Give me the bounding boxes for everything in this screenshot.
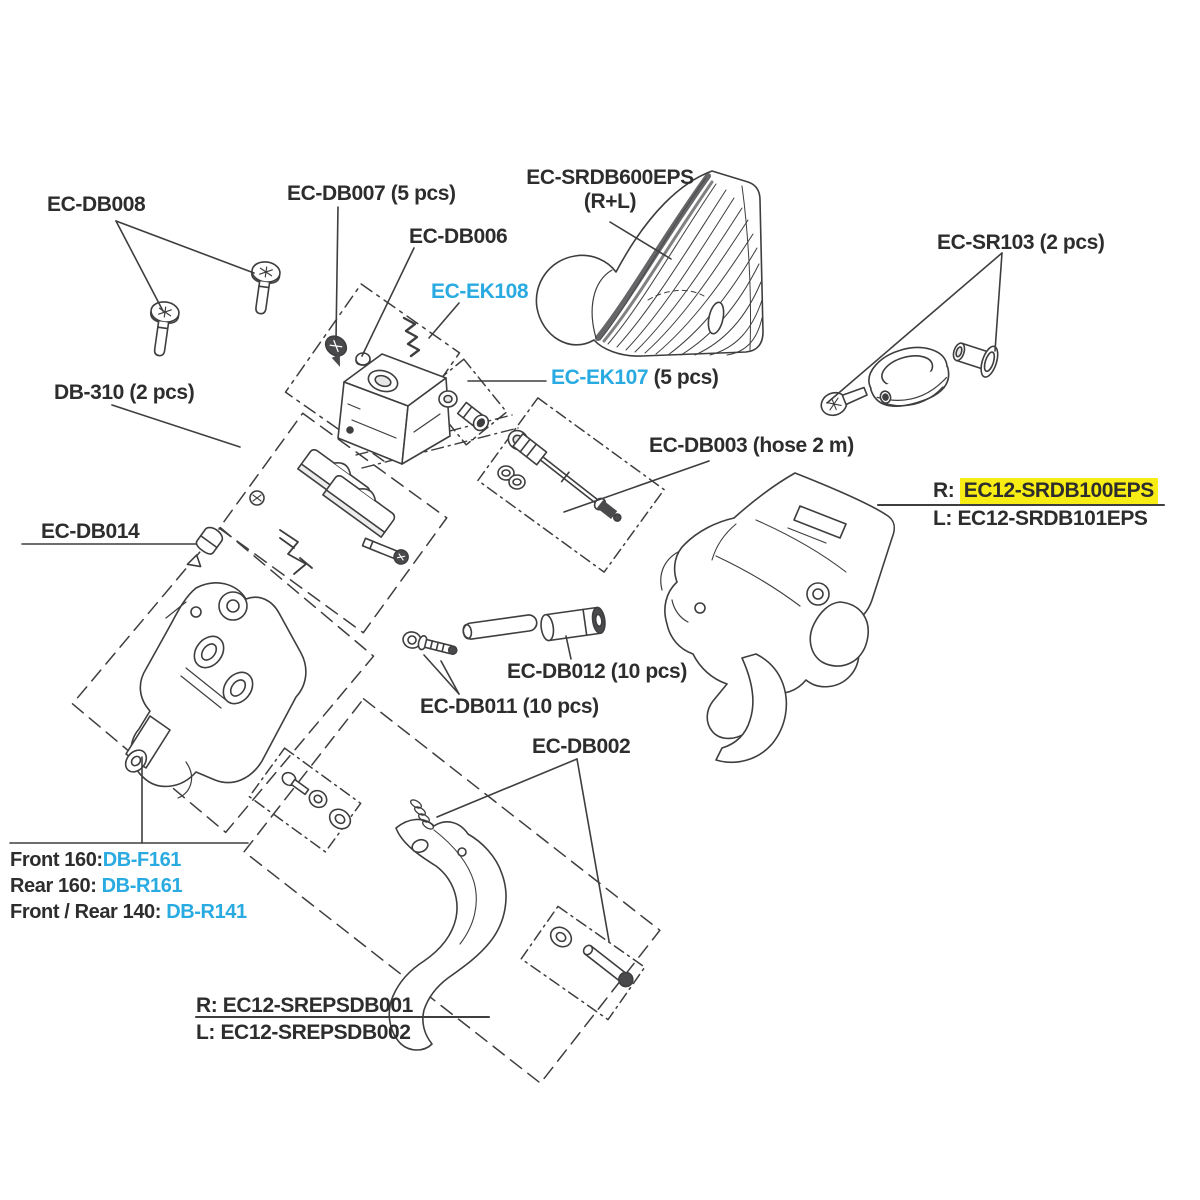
label-rotor-rear160-code: DB-R161 xyxy=(101,875,183,897)
shift-lever-body xyxy=(660,472,896,764)
label-bottom-lever-codes: R: EC12-SREPSDB001 L: EC12-SREPSDB002 xyxy=(196,992,413,1046)
bleed-fitting-ec-db014 xyxy=(186,526,224,568)
brake-caliper xyxy=(124,582,307,799)
label-ec-ek108-text: EC-EK108 xyxy=(431,280,529,303)
label-ec-ek107: EC-EK107 (5 pcs) xyxy=(551,366,719,390)
label-rotor-140-label: Front / Rear 140: xyxy=(10,901,167,923)
label-ec-sr103: EC-SR103 (2 pcs) xyxy=(937,231,1105,255)
label-ec-ek107-code: EC-EK107 xyxy=(551,366,649,389)
pad-spring-db310 xyxy=(279,529,313,575)
screw-ec-db008-b xyxy=(250,261,281,315)
label-ec-db006: EC-DB006 xyxy=(409,225,508,249)
pad-pin-bolt xyxy=(361,537,409,565)
label-right-lever-r-prefix: R: xyxy=(933,479,960,502)
label-rotor-front160-code: DB-F161 xyxy=(102,849,182,871)
small-screw-db310 xyxy=(249,490,265,506)
label-right-lever-l: L: EC12-SRDB101EPS xyxy=(933,507,1148,530)
blade-pivot-pin xyxy=(549,926,634,988)
box-master-cylinder xyxy=(284,283,461,462)
label-ec-db008-text: EC-DB008 xyxy=(47,193,146,216)
lever-hood xyxy=(535,170,764,357)
box-db002-small-a xyxy=(248,747,362,853)
label-ec-srdb600eps: EC-SRDB600EPS (R+L) xyxy=(520,166,700,214)
label-bottom-lever-l: L: EC12-SREPSDB002 xyxy=(196,1021,411,1044)
label-ec-ek108: EC-EK108 xyxy=(431,280,529,304)
label-bottom-lever-r: R: EC12-SREPSDB001 xyxy=(196,994,413,1017)
label-ec-srdb600eps-line1: EC-SRDB600EPS xyxy=(526,166,694,189)
olive-bolt-ec-db011 xyxy=(402,631,458,655)
label-rotor-front160-label: Front 160: xyxy=(10,849,103,871)
label-ec-db003-text: EC-DB003 (hose 2 m) xyxy=(649,434,854,457)
label-ec-db011-text: EC-DB011 (10 pcs) xyxy=(420,695,599,718)
label-db-310: DB-310 (2 pcs) xyxy=(54,381,195,405)
label-underlines xyxy=(195,504,1165,1018)
label-right-lever-r-code-highlighted: EC12-SRDB100EPS xyxy=(959,478,1158,504)
label-right-lever-r: R: EC12-SRDB100EPS xyxy=(933,477,1158,505)
screw-ec-db008-a xyxy=(149,301,180,357)
box-db310 xyxy=(218,412,448,634)
label-db-310-text: DB-310 (2 pcs) xyxy=(54,381,195,404)
label-rotor-front160: Front 160:DB-F161 xyxy=(10,847,247,873)
seals-ec-ek107-parts xyxy=(438,390,490,432)
label-rotor-options: Front 160:DB-F161 Rear 160: DB-R161 Fron… xyxy=(10,847,247,925)
clamp-bushing-ec-sr103 xyxy=(952,342,999,378)
label-ec-db007: EC-DB007 (5 pcs) xyxy=(287,182,456,206)
clamp-band-ec-sr103 xyxy=(868,346,950,407)
label-ec-db002-text: EC-DB002 xyxy=(532,735,631,758)
label-ec-db007-text: EC-DB007 (5 pcs) xyxy=(287,182,456,205)
connector-ec-db012 xyxy=(540,606,606,642)
label-ec-ek107-qty: (5 pcs) xyxy=(648,366,719,389)
label-ec-srdb600eps-line2: (R+L) xyxy=(583,190,637,214)
label-ec-sr103-text: EC-SR103 (2 pcs) xyxy=(937,231,1105,254)
leader-lines xyxy=(9,206,1003,942)
label-ec-db014-text: EC-DB014 xyxy=(41,520,140,543)
clamp-bolt-ec-sr103 xyxy=(820,386,868,417)
label-rotor-140: Front / Rear 140: DB-R141 xyxy=(10,899,247,925)
screw-ec-db007 xyxy=(324,335,348,367)
label-ec-db002: EC-DB002 xyxy=(532,735,631,759)
label-ec-db008: EC-DB008 xyxy=(47,193,146,217)
label-ec-db012: EC-DB012 (10 pcs) xyxy=(507,660,687,684)
label-ec-db003: EC-DB003 (hose 2 m) xyxy=(649,434,854,458)
blade-pivot-bolt-washers xyxy=(281,771,352,830)
label-ec-db011: EC-DB011 (10 pcs) xyxy=(420,695,599,719)
label-rotor-rear160-label: Rear 160: xyxy=(10,875,102,897)
box-db002-small-b xyxy=(520,905,646,1021)
hose-connector-ec-db003 xyxy=(507,429,622,522)
brake-pads-db310 xyxy=(297,448,396,538)
label-ec-db014: EC-DB014 xyxy=(41,520,140,544)
label-right-lever-codes: R: EC12-SRDB100EPS L: EC12-SRDB101EPS xyxy=(933,477,1158,533)
hose-segment xyxy=(462,614,538,640)
blade-return-spring xyxy=(410,799,434,830)
label-ec-db012-text: EC-DB012 (10 pcs) xyxy=(507,660,687,683)
label-rotor-140-code: DB-R141 xyxy=(166,901,247,923)
lever-blade xyxy=(388,818,507,1051)
master-cylinder-body xyxy=(337,353,451,465)
label-rotor-rear160: Rear 160: DB-R161 xyxy=(10,873,247,899)
label-ec-db006-text: EC-DB006 xyxy=(409,225,508,248)
hose-orings-ec-db003 xyxy=(497,465,526,490)
box-db003 xyxy=(477,397,665,573)
box-db002 xyxy=(243,698,661,1084)
spring-ec-ek108 xyxy=(402,316,421,358)
